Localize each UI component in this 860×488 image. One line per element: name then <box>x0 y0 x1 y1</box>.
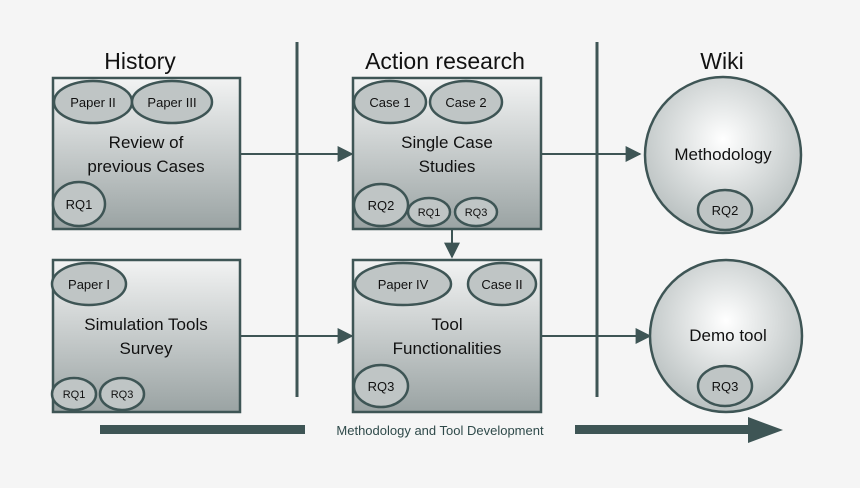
oval-demo-tool-rq3 <box>696 364 754 408</box>
oval-single-case-rq1-label: RQ1 <box>418 207 441 219</box>
timeline-arrow: Methodology and Tool Development <box>100 417 783 443</box>
oval-case-ii <box>466 261 538 307</box>
timeline-label-background <box>305 421 575 439</box>
box-review-title-line1: Review of <box>109 133 184 152</box>
oval-case-2 <box>428 79 504 125</box>
timeline-arrow-head <box>748 417 783 443</box>
oval-survey-rq3-label: RQ3 <box>111 389 134 401</box>
oval-paper-iv-label: Paper IV <box>378 277 429 292</box>
box-tool-functionalities: Paper IV Case II Tool Functionalities RQ… <box>351 258 543 414</box>
oval-single-case-rq1 <box>406 196 452 228</box>
box-single-case-title-line1: Single Case <box>401 133 493 152</box>
oval-paper-i <box>50 261 128 307</box>
oval-survey-rq1 <box>50 376 98 412</box>
oval-survey-rq1-label: RQ1 <box>63 389 86 401</box>
oval-paper-i-label: Paper I <box>68 277 110 292</box>
circle-demo-tool-label: Demo tool <box>689 326 766 345</box>
oval-single-case-rq2-label: RQ2 <box>368 198 395 213</box>
oval-rq1 <box>51 180 107 228</box>
circle-methodology: Methodology RQ2 <box>643 75 803 235</box>
oval-tool-func-rq3-label: RQ3 <box>368 379 395 394</box>
box-single-case-title-line2: Studies <box>419 157 476 176</box>
column-heading-history: History <box>104 48 176 74</box>
box-review-previous-cases: Paper II Paper III Review of previous Ca… <box>51 76 242 231</box>
oval-paper-iii-label: Paper III <box>147 95 196 110</box>
oval-case-1-label: Case 1 <box>369 95 410 110</box>
circle-demo-tool: Demo tool RQ3 <box>648 258 804 414</box>
oval-single-case-rq3-label: RQ3 <box>465 207 488 219</box>
box-simulation-tools-survey: Paper I Simulation Tools Survey RQ1 RQ3 <box>50 258 242 414</box>
oval-single-case-rq2 <box>352 182 410 228</box>
oval-case-2-label: Case 2 <box>445 95 486 110</box>
oval-paper-iii <box>130 79 214 125</box>
box-survey-title-line1: Simulation Tools <box>84 315 207 334</box>
oval-demo-tool-rq3-label: RQ3 <box>712 379 739 394</box>
oval-tool-func-rq3 <box>352 363 410 409</box>
oval-single-case-rq3 <box>453 196 499 228</box>
oval-rq1-label: RQ1 <box>66 197 93 212</box>
column-heading-action-research: Action research <box>365 48 525 74</box>
circle-methodology-label: Methodology <box>674 145 772 164</box>
oval-case-ii-label: Case II <box>481 277 522 292</box>
box-tool-func-title-line2: Functionalities <box>393 339 502 358</box>
timeline-label: Methodology and Tool Development <box>336 423 544 438</box>
box-tool-func-title-line1: Tool <box>431 315 462 334</box>
column-heading-wiki: Wiki <box>700 48 743 74</box>
oval-case-1 <box>352 79 428 125</box>
oval-paper-iv <box>353 261 453 307</box>
oval-paper-ii-label: Paper II <box>70 95 116 110</box>
oval-methodology-rq2 <box>696 188 754 232</box>
box-survey-title-line2: Survey <box>120 339 173 358</box>
box-review-title-line2: previous Cases <box>87 157 204 176</box>
oval-survey-rq3 <box>98 376 146 412</box>
box-single-case-studies: Case 1 Case 2 Single Case Studies RQ2 RQ… <box>351 76 543 231</box>
oval-methodology-rq2-label: RQ2 <box>712 203 739 218</box>
